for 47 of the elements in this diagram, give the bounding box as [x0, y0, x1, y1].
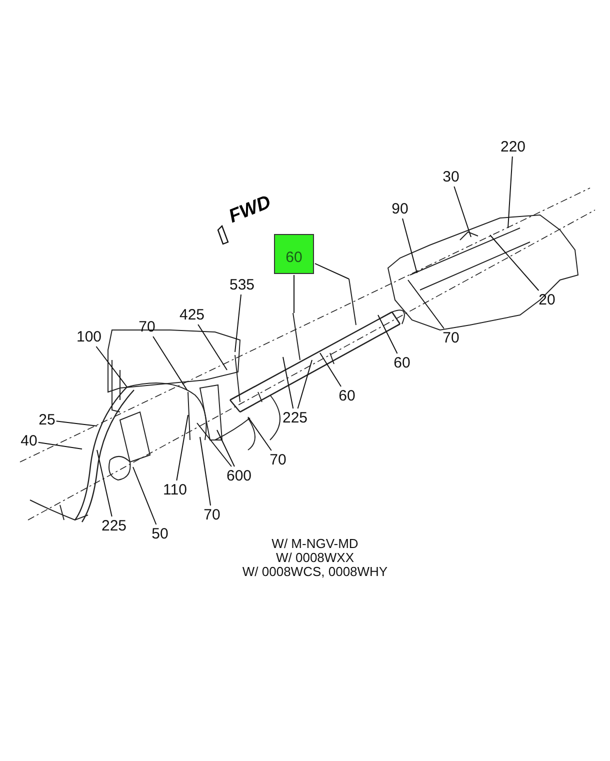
leader-line — [56, 420, 98, 426]
callout-number: 535 — [229, 276, 255, 294]
leader-line — [508, 156, 513, 228]
callout-number: 600 — [226, 468, 252, 484]
callout-number: 30 — [442, 168, 460, 186]
leader-line — [320, 352, 342, 387]
callout-number: 225 — [101, 518, 127, 534]
callout-number: 25 — [38, 412, 56, 428]
callout-number: 70 — [442, 330, 460, 346]
callout-number: 225 — [282, 410, 308, 426]
leader-line — [196, 422, 232, 467]
callout-number: 60 — [338, 388, 356, 404]
callout-number: 90 — [392, 200, 408, 218]
callout-number: 50 — [152, 526, 168, 542]
callout-number: 220 — [500, 138, 526, 156]
leader-line — [132, 466, 157, 525]
leader-line — [152, 336, 188, 390]
leader-line — [38, 442, 82, 450]
leader-line — [402, 218, 418, 274]
leader-line — [200, 436, 212, 506]
callout-number: 425 — [179, 306, 205, 324]
callout-number: 70 — [204, 506, 220, 524]
leader-line — [198, 324, 228, 370]
leader-line — [282, 356, 294, 409]
direction-label: FWD — [226, 192, 274, 228]
leader-line — [216, 430, 235, 467]
leader-line — [96, 346, 128, 388]
highlighted-callout-number: 60 — [274, 234, 314, 274]
callout-number: 60 — [394, 354, 410, 372]
callout-number: 20 — [538, 292, 556, 308]
leader-line — [176, 414, 188, 481]
callout-number: 110 — [163, 482, 187, 498]
leader-line — [454, 186, 472, 238]
callout-number: 40 — [20, 432, 38, 450]
leader-line — [314, 263, 350, 280]
callout-number: 100 — [76, 328, 102, 346]
applicability-note: W/ 0008WCS, 0008WHY — [241, 564, 389, 579]
leader-line — [408, 280, 444, 329]
leader-line — [378, 314, 398, 354]
leader-line — [248, 416, 272, 451]
leader-line — [234, 294, 242, 352]
leader-line — [297, 360, 312, 409]
callout-number: 70 — [270, 452, 286, 468]
applicability-note: W/ M-NGV-MD — [270, 536, 360, 551]
leader-line — [490, 234, 540, 291]
leader-line — [96, 450, 112, 517]
applicability-note: W/ 0008WXX — [274, 550, 356, 565]
